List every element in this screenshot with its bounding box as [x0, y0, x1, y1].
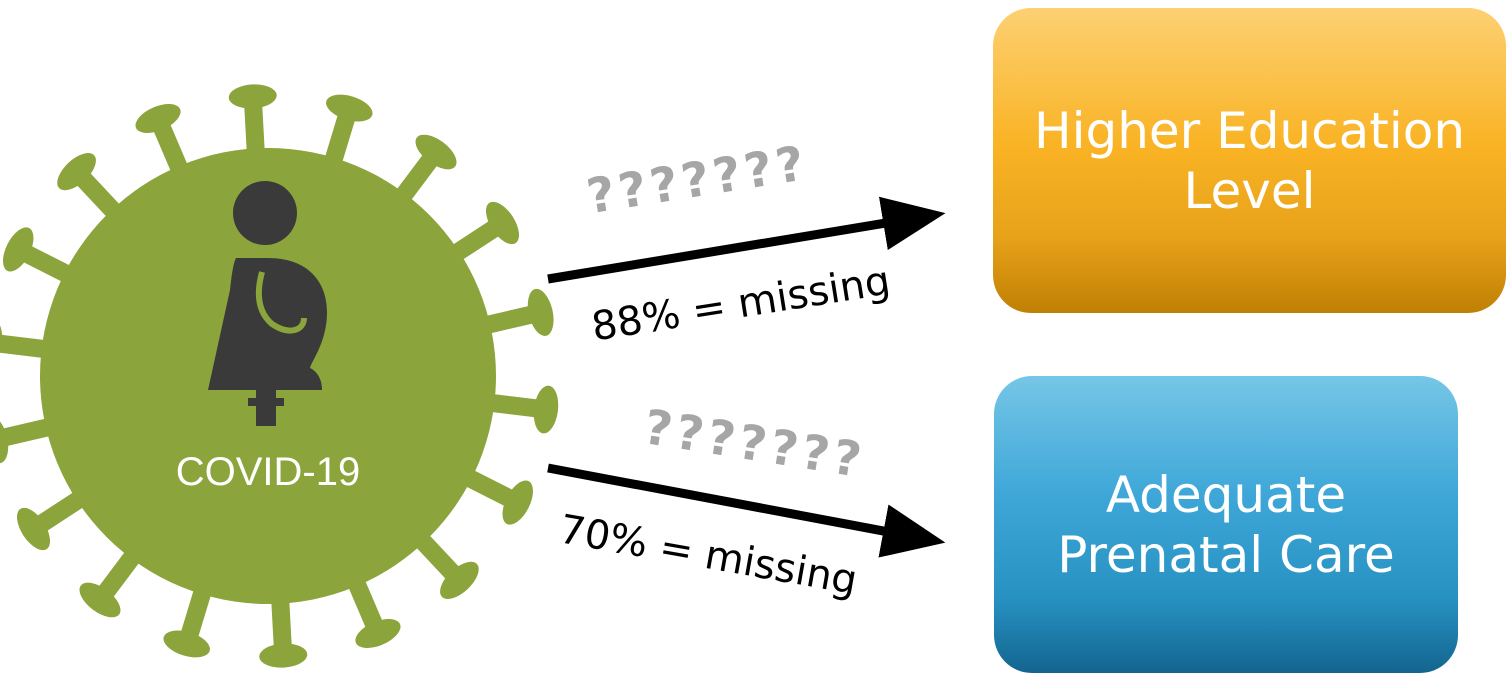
prenatal-care-box: Adequate Prenatal Care [994, 376, 1458, 673]
virus-spike-cap [355, 618, 401, 649]
virus-spike-cap [527, 288, 554, 336]
virus-spike-cap [57, 153, 96, 191]
higher-education-box: Higher Education Level [993, 8, 1506, 313]
virus-spike-cap [415, 134, 457, 170]
virus-spike-cap [502, 480, 533, 525]
pregnant-woman-icon [208, 181, 327, 426]
virus-spike-cap [135, 103, 181, 134]
education-line-2: Level [1183, 161, 1316, 220]
question-marks-prenatal: ??????? [640, 399, 869, 489]
covid-virus-icon: COVID-19 [0, 84, 559, 668]
virus-spike-cap [163, 630, 210, 658]
virus-spike-cap [79, 582, 121, 618]
prenatal-line-2: Prenatal Care [1057, 525, 1395, 584]
education-line-1: Higher Education [1033, 101, 1466, 160]
question-marks-education: ??????? [583, 135, 812, 225]
missing-label-education: 88% = missing [588, 258, 893, 351]
virus-label: COVID-19 [176, 450, 361, 494]
virus-spike-cap [485, 201, 520, 245]
virus-spike-cap [16, 507, 51, 551]
virus-spike-cap [0, 416, 9, 464]
virus-spikes [0, 84, 559, 668]
virus-spike-cap [326, 94, 373, 122]
virus-spike-cap [533, 385, 559, 434]
arrow-education: ??????? 88% = missing [547, 135, 946, 351]
arrow-prenatal: ??????? 70% = missing [547, 399, 946, 604]
virus-spike-cap [228, 84, 277, 109]
arm-curve [255, 271, 307, 334]
virus-spike-cap [259, 643, 308, 668]
arrow-line-education [547, 196, 946, 284]
prenatal-line-1: Adequate [1105, 465, 1347, 524]
virus-spike-cap [440, 561, 479, 599]
virus-spike-cap [3, 227, 34, 272]
arrow-line-prenatal [547, 463, 946, 558]
